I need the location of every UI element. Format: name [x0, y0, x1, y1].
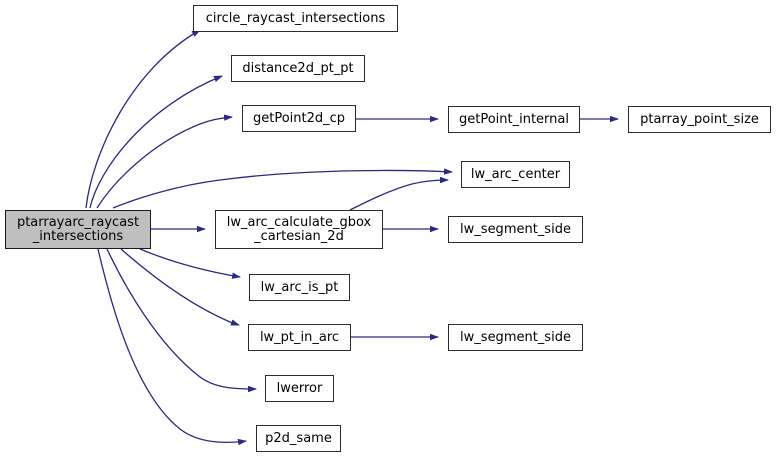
- graph-node-label: lw_arc_is_pt: [260, 279, 339, 295]
- graph-node-getpoint_int[interactable]: getPoint_internal: [448, 106, 580, 133]
- graph-node-label: circle_raycast_intersections: [205, 10, 386, 26]
- graph-edge-root-to-circle_raycast: [85, 29, 201, 209]
- graph-node-label: lw_segment_side: [460, 221, 571, 237]
- graph-edge-root-to-p2d_same: [97, 248, 247, 446]
- graph-node-label: lw_arc_calculate_gbox _cartesian_2d: [226, 214, 372, 244]
- graph-node-getpoint2d_cp[interactable]: getPoint2d_cp: [242, 105, 356, 132]
- graph-node-label: getPoint_internal: [458, 111, 569, 127]
- graph-node-label: lw_arc_center: [470, 166, 561, 182]
- graph-node-lw_arc_center[interactable]: lw_arc_center: [461, 161, 570, 188]
- graph-node-label: lwerror: [276, 380, 323, 396]
- graph-edge-root-to-distance2d: [89, 75, 223, 209]
- graph-node-lw_arc_gbox[interactable]: lw_arc_calculate_gbox _cartesian_2d: [215, 210, 383, 249]
- graph-node-circle_raycast[interactable]: circle_raycast_intersections: [193, 5, 398, 32]
- graph-node-label: lw_pt_in_arc: [259, 329, 340, 345]
- graph-edge-root-to-lw_arc_is_pt: [139, 248, 241, 279]
- graph-node-label: p2d_same: [265, 430, 332, 446]
- graph-node-lwerror[interactable]: lwerror: [265, 375, 334, 402]
- graph-node-label: distance2d_pt_pt: [242, 60, 354, 76]
- graph-node-lw_seg_side_1[interactable]: lw_segment_side: [448, 216, 583, 243]
- graph-edge-lw_arc_gbox-to-lw_arc_center: [349, 176, 449, 211]
- graph-node-label: ptarrayarc_raycast _intersections: [16, 214, 140, 244]
- graph-node-lw_seg_side_2[interactable]: lw_segment_side: [448, 324, 583, 351]
- graph-node-label: lw_segment_side: [460, 329, 571, 345]
- graph-node-lw_pt_in_arc[interactable]: lw_pt_in_arc: [248, 324, 351, 351]
- graph-node-lw_arc_is_pt[interactable]: lw_arc_is_pt: [249, 274, 350, 301]
- graph-node-distance2d[interactable]: distance2d_pt_pt: [231, 55, 365, 82]
- graph-node-label: getPoint2d_cp: [252, 110, 346, 126]
- graph-edge-root-to-getpoint2d_cp: [96, 114, 233, 209]
- graph-node-label: ptarray_point_size: [640, 111, 759, 127]
- graph-edge-root-to-lw_arc_center: [112, 168, 453, 209]
- graph-edge-root-to-lwerror: [106, 248, 257, 393]
- graph-node-ptarray_size[interactable]: ptarray_point_size: [628, 106, 771, 133]
- graph-node-p2d_same[interactable]: p2d_same: [256, 425, 341, 452]
- graph-edge-root-to-lw_pt_in_arc: [120, 248, 240, 326]
- graph-node-root[interactable]: ptarrayarc_raycast _intersections: [5, 210, 151, 249]
